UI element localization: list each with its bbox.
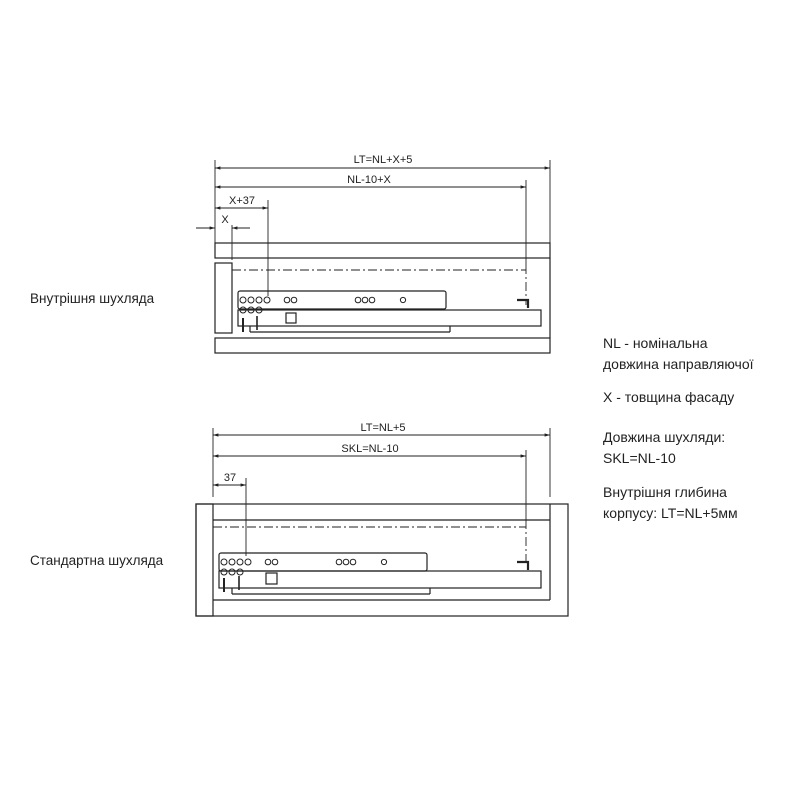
mounting-hole bbox=[368, 296, 376, 304]
legend-drawer-line2: SKL=NL-10 bbox=[603, 450, 676, 466]
standard-dimension-lines bbox=[212, 428, 551, 556]
mounting-hole bbox=[271, 558, 279, 566]
cabinet-top-panel bbox=[214, 242, 551, 259]
cabinet-bottom-panel bbox=[214, 337, 551, 354]
slide-rail-lower bbox=[218, 570, 542, 589]
inner-offset-label: X+37 bbox=[229, 195, 255, 207]
inner-front-panel bbox=[214, 262, 233, 334]
rear-hook bbox=[517, 298, 530, 308]
legend-x: X - товщина фасаду bbox=[603, 387, 734, 408]
legend-drawer-length: Довжина шухляди: SKL=NL-10 bbox=[603, 427, 725, 469]
mounting-hole bbox=[361, 296, 369, 304]
inner-front-thickness-label: X bbox=[221, 214, 229, 226]
drawer-outline-dashed bbox=[232, 269, 527, 305]
standard-drawer-label: Стандартна шухляда bbox=[30, 553, 164, 568]
mounting-hole bbox=[263, 296, 271, 304]
standard-rail-holes bbox=[220, 558, 388, 576]
mounting-hole bbox=[255, 306, 263, 314]
mounting-hole bbox=[335, 558, 343, 566]
drawer-outline-dashed bbox=[213, 526, 527, 562]
rear-hook bbox=[517, 560, 530, 570]
slide-rail-upper bbox=[237, 290, 447, 310]
mounting-hole bbox=[380, 558, 388, 566]
inner-total-length-label: LT=NL+X+5 bbox=[354, 154, 413, 166]
mounting-hole bbox=[228, 558, 236, 566]
legend-inner-depth: Внутрішня глибина корпусу: LT=NL+5мм bbox=[603, 482, 738, 524]
standard-slide-length-label: SKL=NL-10 bbox=[341, 443, 398, 455]
inner-drawer-label: Внутрішня шухляда bbox=[30, 291, 155, 306]
mounting-hole bbox=[236, 568, 244, 576]
mounting-hole bbox=[244, 558, 252, 566]
mounting-hole bbox=[220, 568, 228, 576]
mounting-hole bbox=[290, 296, 298, 304]
mounting-hole bbox=[247, 296, 255, 304]
mounting-hole bbox=[264, 558, 272, 566]
mounting-hole bbox=[236, 558, 244, 566]
legend-nl-line1: NL - номінальна bbox=[603, 335, 708, 351]
legend-depth-line1: Внутрішня глибина bbox=[603, 484, 727, 500]
mounting-hole bbox=[239, 296, 247, 304]
mounting-hole bbox=[228, 568, 236, 576]
mounting-hole bbox=[342, 558, 350, 566]
locking-device bbox=[285, 312, 297, 324]
standard-offset-label: 37 bbox=[224, 472, 236, 484]
legend-x-line: X - товщина фасаду bbox=[603, 389, 735, 405]
mounting-hole bbox=[220, 558, 228, 566]
mounting-hole bbox=[283, 296, 291, 304]
standard-total-length-label: LT=NL+5 bbox=[360, 422, 405, 434]
legend-depth-line2: корпусу: LT=NL+5мм bbox=[603, 505, 738, 521]
inner-rail-holes bbox=[239, 296, 407, 314]
mounting-hole bbox=[247, 306, 255, 314]
legend-nl: NL - номінальна довжина направляючої bbox=[603, 333, 754, 375]
mounting-hole bbox=[255, 296, 263, 304]
locking-device bbox=[265, 572, 278, 585]
slide-rail-upper bbox=[218, 552, 428, 572]
inner-dimension-lines bbox=[196, 160, 551, 296]
mounting-hole bbox=[399, 296, 407, 304]
inner-slide-length-label: NL-10+X bbox=[347, 174, 391, 186]
legend-drawer-line1: Довжина шухляди: bbox=[603, 429, 726, 445]
mounting-hole bbox=[349, 558, 357, 566]
mounting-hole bbox=[354, 296, 362, 304]
mounting-hole bbox=[239, 306, 247, 314]
front-panel bbox=[195, 503, 214, 617]
slide-rail-lower bbox=[237, 309, 542, 327]
legend-nl-line2: довжина направляючої bbox=[603, 356, 754, 372]
